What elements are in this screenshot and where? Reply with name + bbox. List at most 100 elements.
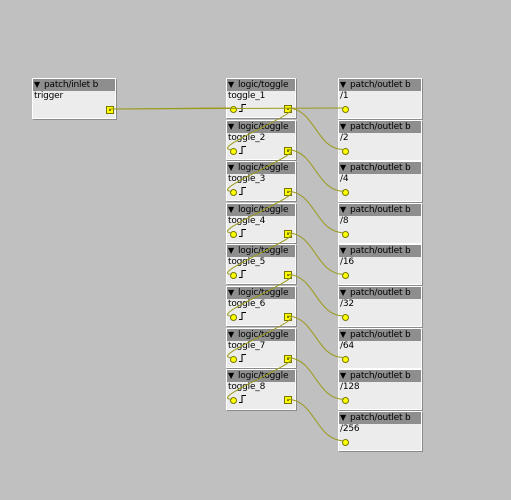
- toggle-node[interactable]: ▼logic/toggle toggle_2: [226, 119, 296, 160]
- toggle-outlet-port[interactable]: [284, 313, 292, 321]
- toggle-node-label: toggle_1: [228, 91, 266, 101]
- outlet-node[interactable]: ▼patch/outlet b /32: [338, 286, 422, 327]
- toggle-node[interactable]: ▼logic/toggle toggle_5: [226, 244, 296, 285]
- toggle-node-header[interactable]: ▼logic/toggle: [227, 328, 295, 341]
- outlet-node-header[interactable]: ▼ patch/outlet b: [339, 79, 421, 91]
- triangle-down-icon[interactable]: ▼: [34, 80, 40, 89]
- toggle-outlet-port[interactable]: [284, 105, 292, 113]
- outlet-inlet-port[interactable]: [342, 189, 349, 197]
- outlet-node-header[interactable]: ▼patch/outlet b: [339, 245, 421, 258]
- toggle-node-header[interactable]: ▼logic/toggle: [227, 203, 295, 216]
- toggle-inlet-port[interactable]: [230, 189, 237, 197]
- toggle-node-header[interactable]: ▼ logic/toggle: [227, 79, 295, 91]
- outlet-node-header[interactable]: ▼ patch/outlet b: [339, 162, 421, 175]
- toggle-node-header[interactable]: ▼ logic/toggle: [227, 120, 295, 133]
- toggle-inlet-port[interactable]: [230, 230, 237, 238]
- outlet-node-label: /128: [340, 382, 360, 393]
- toggle-inlet-port[interactable]: [230, 355, 237, 363]
- outlet-node[interactable]: ▼patch/outlet b /64: [338, 327, 422, 369]
- toggle-node-label: toggle_6: [228, 299, 266, 309]
- outlet-node[interactable]: ▼patch/outlet b /256: [338, 410, 422, 451]
- outlet-node[interactable]: ▼patch/outlet b /2: [338, 119, 422, 161]
- toggle-outlet-port[interactable]: [284, 354, 292, 363]
- outlet-node-title: patch/outlet b: [350, 288, 411, 298]
- toggle-node[interactable]: ▼logic/toggle toggle_4: [226, 202, 296, 243]
- toggle-node[interactable]: ▼ logic/toggle toggle_1: [226, 78, 296, 118]
- toggle-node[interactable]: ▼logic/toggle toggle_8: [226, 369, 296, 411]
- toggle-inlet-port[interactable]: [230, 314, 237, 321]
- triangle-down-icon[interactable]: ▼: [340, 163, 346, 173]
- outlet-inlet-port[interactable]: [342, 230, 349, 238]
- outlet-node-title: patch/outlet b: [350, 163, 411, 174]
- triangle-down-icon[interactable]: ▼: [228, 329, 234, 339]
- outlet-inlet-port[interactable]: [342, 272, 349, 280]
- toggle-outlet-port[interactable]: [284, 229, 292, 238]
- inlet-node[interactable]: ▼patch/inlet b trigger: [32, 78, 116, 119]
- triangle-down-icon[interactable]: ▼: [228, 246, 234, 256]
- triangle-down-icon[interactable]: ▼: [228, 80, 234, 89]
- toggle-inlet-port[interactable]: [230, 147, 237, 155]
- toggle-node[interactable]: ▼logic/toggle toggle_6: [226, 286, 296, 326]
- outlet-node-title: patch/outlet b: [350, 80, 411, 90]
- toggle-outlet-port[interactable]: [284, 146, 292, 155]
- toggle-node-label: toggle_5: [228, 257, 266, 268]
- inlet-outlet-port[interactable]: [106, 106, 114, 114]
- triangle-down-icon[interactable]: ▼: [340, 204, 346, 214]
- triangle-down-icon[interactable]: ▼: [228, 163, 234, 173]
- outlet-node-header[interactable]: ▼patch/outlet b: [339, 120, 421, 133]
- toggle-node-title: logic/toggle: [238, 121, 289, 132]
- outlet-node-header[interactable]: ▼ patch/outlet b: [339, 287, 421, 299]
- triangle-down-icon[interactable]: ▼: [340, 288, 346, 297]
- outlet-node[interactable]: ▼ patch/outlet b /128: [338, 369, 422, 411]
- toggle-node-header[interactable]: ▼logic/toggle: [227, 162, 295, 175]
- toggle-inlet-port[interactable]: [230, 272, 237, 280]
- triangle-down-icon[interactable]: ▼: [340, 80, 346, 89]
- toggle-node-header[interactable]: ▼logic/toggle: [227, 287, 295, 299]
- outlet-inlet-port[interactable]: [342, 438, 349, 446]
- outlet-inlet-port[interactable]: [342, 106, 349, 113]
- toggle-step-icon: [239, 228, 246, 237]
- outlet-inlet-port[interactable]: [342, 314, 349, 321]
- outlet-node-header[interactable]: ▼patch/outlet b: [339, 411, 421, 424]
- toggle-node-label: toggle_4: [228, 215, 266, 226]
- toggle-node-title: logic/toggle: [238, 80, 289, 90]
- triangle-down-icon[interactable]: ▼: [228, 121, 234, 131]
- outlet-node[interactable]: ▼ patch/outlet b /1: [338, 78, 422, 119]
- outlet-inlet-port[interactable]: [342, 397, 349, 405]
- toggle-node-header[interactable]: ▼logic/toggle: [227, 370, 295, 383]
- inlet-node-header[interactable]: ▼patch/inlet b: [33, 79, 115, 91]
- outlet-node-label: /1: [340, 91, 349, 101]
- triangle-down-icon[interactable]: ▼: [228, 288, 234, 297]
- outlet-node-header[interactable]: ▼patch/outlet b: [339, 203, 421, 216]
- toggle-step-icon: [239, 312, 246, 320]
- toggle-step-icon: [239, 270, 246, 279]
- toggle-step-icon: [239, 104, 246, 112]
- triangle-down-icon[interactable]: ▼: [340, 121, 346, 131]
- triangle-down-icon[interactable]: ▼: [340, 246, 346, 256]
- triangle-down-icon[interactable]: ▼: [340, 371, 346, 381]
- outlet-inlet-port[interactable]: [342, 147, 349, 155]
- toggle-node[interactable]: ▼logic/toggle toggle_3: [226, 161, 296, 202]
- outlet-node-title: patch/outlet b: [350, 371, 411, 382]
- toggle-outlet-port[interactable]: [284, 396, 292, 405]
- triangle-down-icon[interactable]: ▼: [228, 204, 234, 214]
- outlet-node[interactable]: ▼patch/outlet b /4: [338, 161, 422, 203]
- outlet-node-label: /16: [340, 257, 354, 268]
- triangle-down-icon[interactable]: ▼: [340, 412, 346, 422]
- outlet-node[interactable]: ▼patch/outlet b /8: [338, 202, 422, 244]
- toggle-node[interactable]: ▼logic/toggle toggle_7: [226, 327, 296, 368]
- toggle-outlet-port[interactable]: [284, 188, 292, 197]
- toggle-node-label: toggle_7: [228, 340, 266, 351]
- outlet-node[interactable]: ▼patch/outlet b /16: [338, 244, 422, 286]
- toggle-outlet-port[interactable]: [284, 271, 292, 280]
- toggle-node-header[interactable]: ▼logic/toggle: [227, 245, 295, 258]
- toggle-node-label: toggle_8: [228, 382, 266, 393]
- toggle-inlet-port[interactable]: [230, 397, 237, 405]
- triangle-down-icon[interactable]: ▼: [228, 371, 234, 381]
- outlet-node-header[interactable]: ▼patch/outlet b: [339, 328, 421, 341]
- triangle-down-icon[interactable]: ▼: [340, 329, 346, 339]
- outlet-node-header[interactable]: ▼ patch/outlet b: [339, 370, 421, 383]
- outlet-inlet-port[interactable]: [342, 355, 349, 363]
- toggle-inlet-port[interactable]: [230, 106, 237, 113]
